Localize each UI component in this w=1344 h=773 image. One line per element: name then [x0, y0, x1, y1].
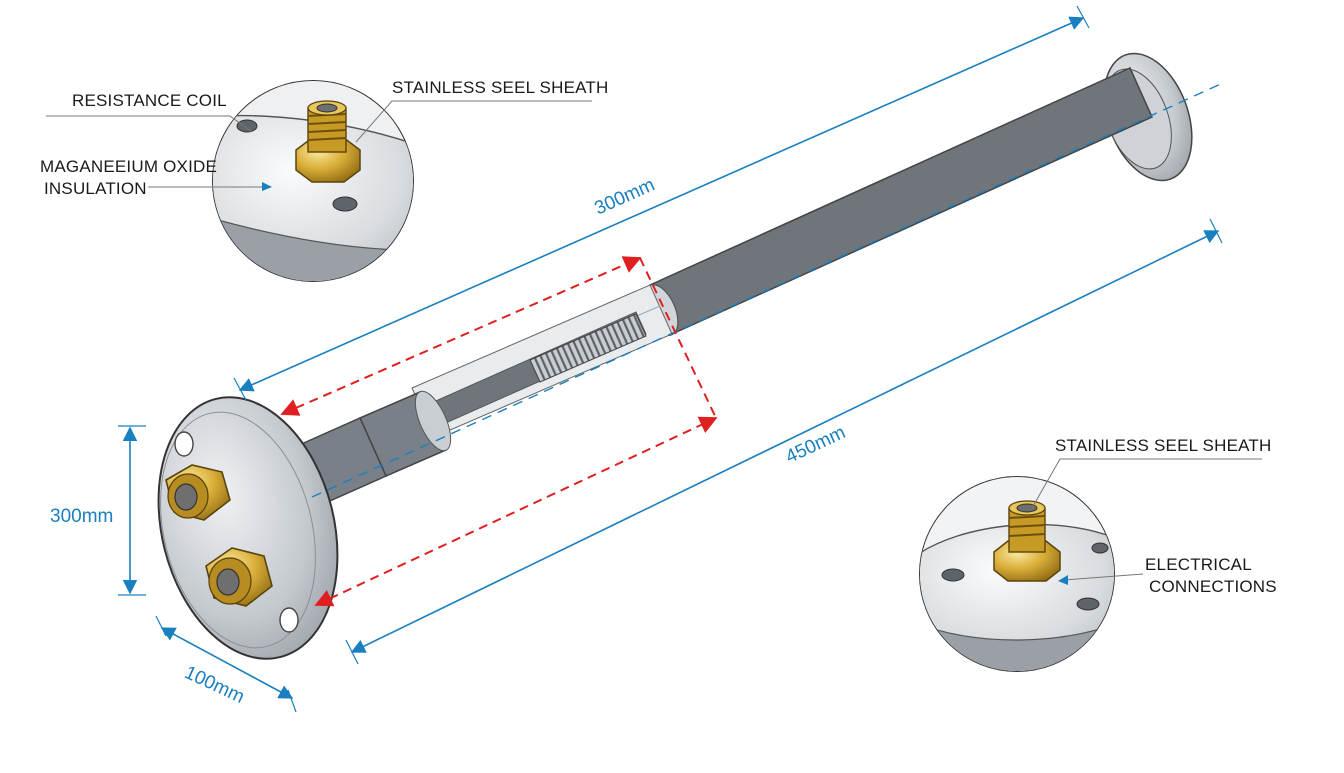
detail-circle-top — [212, 80, 414, 282]
centerline — [311, 81, 1226, 498]
label-resistance-coil: RESISTANCE COIL — [46, 91, 253, 133]
outer-tube — [649, 67, 1153, 335]
svg-text:STAINLESS SEEL SHEATH: STAINLESS SEEL SHEATH — [1055, 436, 1271, 455]
dimension-label: 300mm — [592, 174, 658, 219]
front-flange — [157, 396, 339, 660]
bolt-hole — [279, 607, 299, 633]
svg-text:RESISTANCE COIL: RESISTANCE COIL — [72, 91, 227, 110]
brass-terminal-lower — [205, 547, 273, 607]
svg-text:CONNECTIONS: CONNECTIONS — [1149, 577, 1277, 596]
label-insulation: MAGANEEIUM OXIDE INSULATION — [40, 157, 272, 198]
svg-text:INSULATION: INSULATION — [44, 179, 147, 198]
detail-circle-bottom — [919, 476, 1115, 672]
label-sheath-top: STAINLESS SEEL SHEATH — [355, 78, 608, 143]
brass-terminal-upper — [165, 464, 231, 521]
dimension-label: 300mm — [50, 506, 113, 527]
svg-text:MAGANEEIUM OXIDE: MAGANEEIUM OXIDE — [40, 157, 217, 176]
label-sheath-bottom: STAINLESS SEEL SHEATH — [1031, 436, 1271, 509]
svg-text:STAINLESS SEEL SHEATH: STAINLESS SEEL SHEATH — [392, 78, 608, 97]
label-electrical: ELECTRICAL CONNECTIONS — [1058, 555, 1277, 596]
dimension-flange-height: 300mm — [50, 425, 146, 596]
svg-text:ELECTRICAL: ELECTRICAL — [1145, 555, 1252, 574]
dimension-label: 450mm — [783, 422, 849, 468]
bolt-hole — [174, 431, 194, 457]
